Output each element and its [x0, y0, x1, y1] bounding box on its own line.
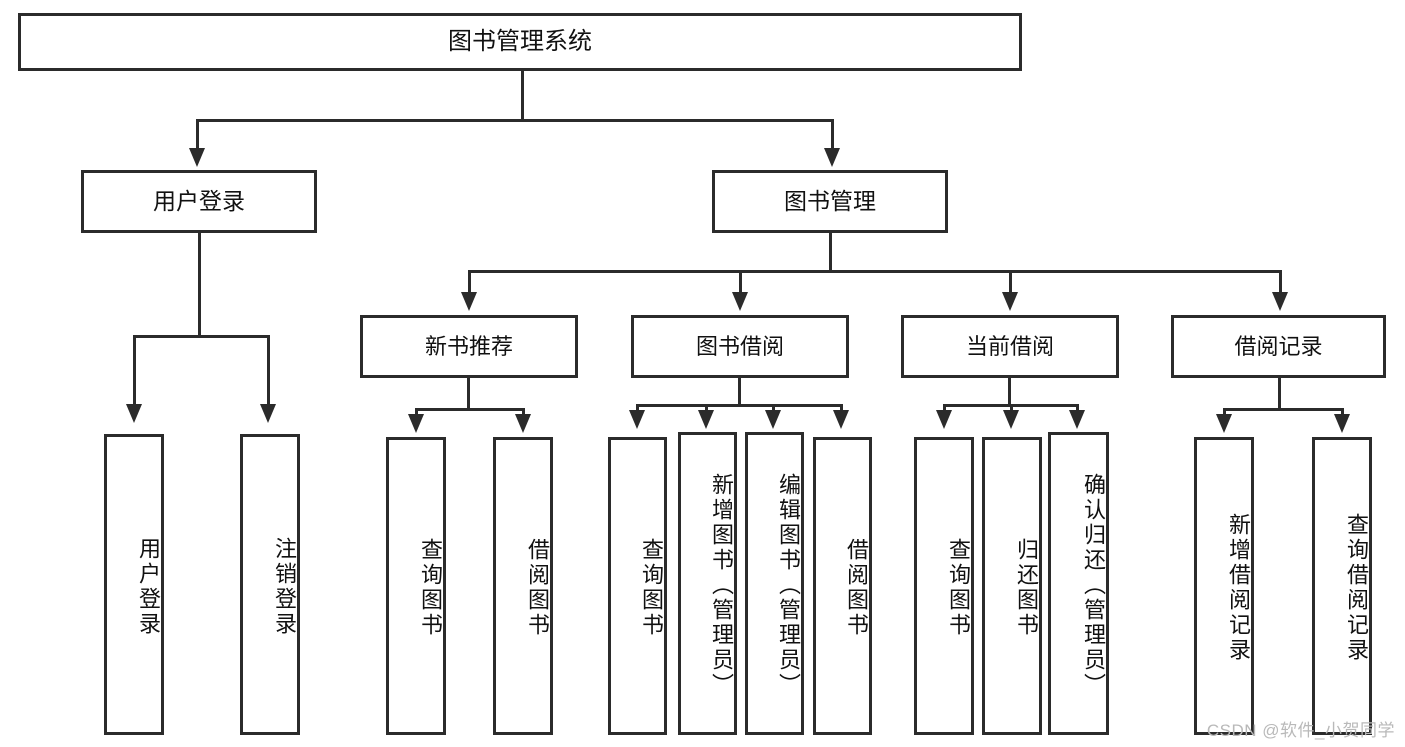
- connector-user-login-bus: [133, 335, 270, 338]
- leaf-label: 编辑图书（管理员）: [776, 473, 801, 698]
- node-root-book-management-system[interactable]: 图书管理系统: [18, 13, 1022, 71]
- leaf-label: 查询图书: [418, 538, 443, 638]
- leaf-label: 借阅图书: [525, 538, 550, 638]
- arrowhead-new-book-recommend: [461, 292, 477, 311]
- arrowhead-book-borrow: [732, 292, 748, 311]
- node-label: 图书管理: [784, 187, 876, 214]
- leaf-bb-edit-book-admin[interactable]: 编辑图书（管理员）: [745, 432, 804, 735]
- leaf-user-login[interactable]: 用户登录: [104, 434, 164, 735]
- node-label: 当前借阅: [965, 333, 1054, 359]
- leaf-cb-confirm-return-admin[interactable]: 确认归还（管理员）: [1048, 432, 1109, 735]
- node-borrow-record[interactable]: 借阅记录: [1171, 315, 1386, 378]
- node-current-borrow[interactable]: 当前借阅: [901, 315, 1119, 378]
- connector-bb-drop-2: [705, 404, 708, 412]
- node-label: 新书推荐: [424, 333, 513, 359]
- connector-user-login-drop-2: [267, 335, 270, 407]
- connector-br-bus: [1223, 408, 1341, 411]
- arrowhead-bb-edit-book: [765, 410, 781, 429]
- leaf-cb-return-book[interactable]: 归还图书: [982, 437, 1042, 735]
- connector-bb-stem: [738, 378, 741, 404]
- arrowhead-nbr-query-book: [408, 414, 424, 433]
- leaf-logout[interactable]: 注销登录: [240, 434, 300, 735]
- leaf-label: 确认归还（管理员）: [1081, 473, 1106, 698]
- leaf-bb-query-book[interactable]: 查询图书: [608, 437, 667, 735]
- connector-br-stem: [1278, 378, 1281, 408]
- node-label: 图书借阅: [695, 333, 784, 359]
- connector-bb-drop-4: [840, 404, 843, 412]
- leaf-label: 新增图书（管理员）: [709, 473, 734, 698]
- arrowhead-cb-confirm-return: [1069, 410, 1085, 429]
- connector-br-drop-1: [1223, 408, 1226, 417]
- connector-br-drop-2: [1341, 408, 1344, 417]
- arrowhead-current-borrow: [1002, 292, 1018, 311]
- arrowhead-bb-borrow-book: [833, 410, 849, 429]
- connector-nbr-bus: [415, 408, 525, 411]
- connector-bm-drop-2: [739, 270, 742, 295]
- leaf-label: 用户登录: [136, 536, 161, 637]
- connector-root-drop-1: [196, 119, 199, 151]
- arrowhead-br-query-record: [1334, 414, 1350, 433]
- node-label: 用户登录: [153, 187, 245, 214]
- leaf-bb-borrow-book[interactable]: 借阅图书: [813, 437, 872, 735]
- leaf-label: 查询图书: [946, 538, 971, 638]
- arrowhead-bb-add-book: [698, 410, 714, 429]
- connector-cb-drop-1: [943, 404, 946, 412]
- leaf-label: 注销登录: [272, 536, 297, 637]
- arrowhead-leaf-user-login: [126, 404, 142, 423]
- leaf-bb-add-book-admin[interactable]: 新增图书（管理员）: [678, 432, 737, 735]
- node-label: 图书管理系统: [448, 27, 592, 55]
- leaf-label: 新增借阅记录: [1226, 513, 1251, 663]
- arrowhead-bb-query-book: [629, 410, 645, 429]
- arrowhead-borrow-record: [1272, 292, 1288, 311]
- leaf-br-query-record[interactable]: 查询借阅记录: [1312, 437, 1372, 735]
- leaf-nbr-query-book[interactable]: 查询图书: [386, 437, 446, 735]
- node-book-management[interactable]: 图书管理: [712, 170, 948, 233]
- connector-nbr-drop-2: [522, 408, 525, 417]
- connector-bb-bus: [636, 404, 842, 407]
- connector-cb-stem: [1008, 378, 1011, 404]
- arrowhead-cb-return-book: [1003, 410, 1019, 429]
- connector-root-stem: [521, 71, 524, 119]
- connector-bb-drop-3: [772, 404, 775, 412]
- connector-nbr-stem: [467, 378, 470, 408]
- connector-nbr-drop-1: [415, 408, 418, 417]
- leaf-label: 借阅图书: [844, 538, 869, 638]
- connector-root-drop-2: [831, 119, 834, 151]
- arrowhead-book-management: [824, 148, 840, 167]
- connector-bb-drop-1: [636, 404, 639, 412]
- connector-bm-drop-1: [468, 270, 471, 295]
- connector-bm-drop-3: [1009, 270, 1012, 295]
- connector-user-login-drop-1: [133, 335, 136, 407]
- leaf-label: 归还图书: [1014, 538, 1039, 638]
- connector-book-management-stem: [829, 233, 832, 270]
- connector-bm-drop-4: [1279, 270, 1282, 295]
- csdn-watermark: CSDN @软件_小贺同学: [1206, 721, 1395, 740]
- connector-root-bus: [196, 119, 834, 122]
- arrowhead-cb-query-book: [936, 410, 952, 429]
- connector-book-management-bus: [468, 270, 1282, 273]
- node-user-login[interactable]: 用户登录: [81, 170, 317, 233]
- connector-user-login-stem: [198, 233, 201, 335]
- connector-cb-drop-2: [1010, 404, 1013, 412]
- arrowhead-leaf-logout: [260, 404, 276, 423]
- leaf-nbr-borrow-book[interactable]: 借阅图书: [493, 437, 553, 735]
- arrowhead-user-login: [189, 148, 205, 167]
- leaf-label: 查询借阅记录: [1344, 513, 1369, 663]
- leaf-label: 查询图书: [639, 538, 664, 638]
- leaf-br-add-record[interactable]: 新增借阅记录: [1194, 437, 1254, 735]
- arrowhead-br-add-record: [1216, 414, 1232, 433]
- arrowhead-nbr-borrow-book: [515, 414, 531, 433]
- node-label: 借阅记录: [1234, 333, 1323, 359]
- leaf-cb-query-book[interactable]: 查询图书: [914, 437, 974, 735]
- connector-cb-drop-3: [1076, 404, 1079, 412]
- node-new-book-recommend[interactable]: 新书推荐: [360, 315, 578, 378]
- node-book-borrow[interactable]: 图书借阅: [631, 315, 849, 378]
